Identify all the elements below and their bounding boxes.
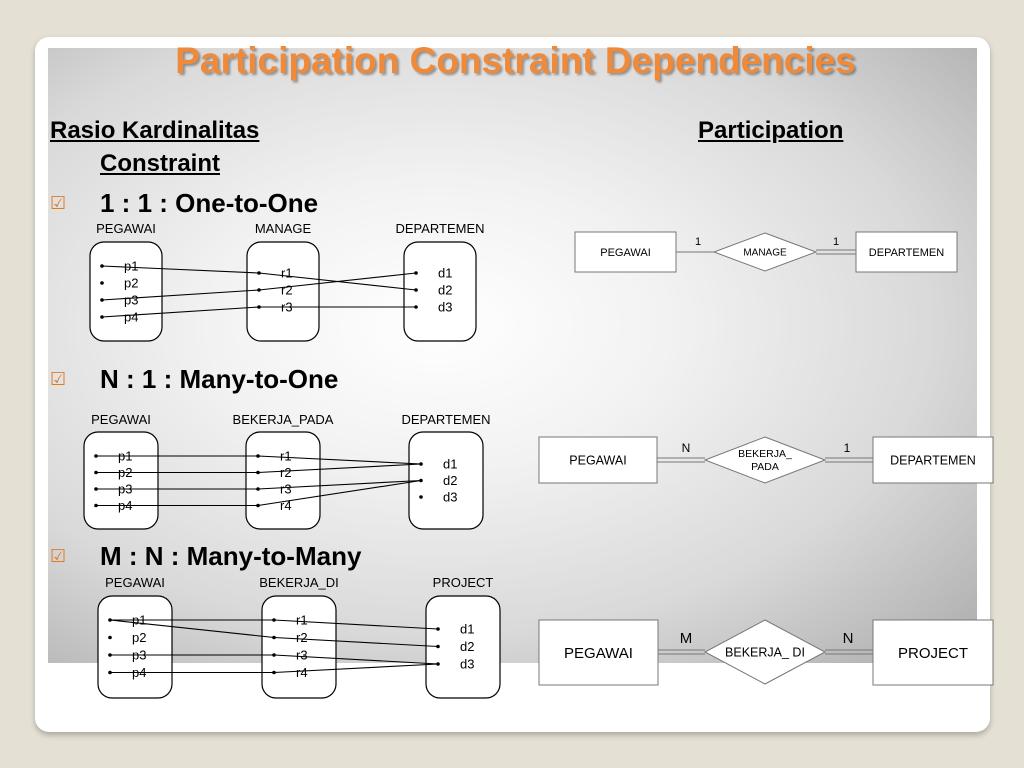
mapping-link <box>257 455 422 465</box>
element-label: r4 <box>296 665 308 680</box>
entity-label: PEGAWAI <box>569 454 626 468</box>
element-label: p1 <box>124 259 138 274</box>
set-label: PEGAWAI <box>91 412 151 427</box>
relationship-diamond <box>703 619 827 685</box>
mapping-link <box>257 463 422 474</box>
mapping-link <box>101 289 260 301</box>
entity-box <box>538 436 658 484</box>
set-oval <box>408 431 484 530</box>
mapping-link <box>273 663 439 674</box>
element-label: r1 <box>281 266 293 281</box>
checkbox-icon: ☑ <box>50 369 67 390</box>
entity-label: PEGAWAI <box>564 645 633 662</box>
bullet-label: M : N : Many-to-Many <box>100 541 362 571</box>
relationship-label: BEKERJA_ <box>738 448 792 460</box>
entity-box <box>855 231 958 273</box>
entity-box <box>574 231 677 273</box>
mapping-link <box>101 306 260 318</box>
entity-box <box>538 619 659 686</box>
relationship-diamond <box>703 436 827 484</box>
entity-label: PEGAWAI <box>600 247 651 259</box>
heading-rasio-kardinalitas: Rasio Kardinalitas <box>50 117 260 144</box>
entity-label: DEPARTEMEN <box>869 247 944 259</box>
bullet-label: 1 : 1 : One-to-One <box>100 188 319 218</box>
set-oval <box>83 431 159 530</box>
set-label: PEGAWAI <box>105 575 165 590</box>
mapping-link <box>109 619 275 639</box>
set-oval <box>403 241 477 342</box>
slide-panel <box>48 48 977 663</box>
mapping-link <box>273 654 439 665</box>
element-label: r2 <box>280 465 292 480</box>
relationship-label: PADA <box>751 461 779 473</box>
cardinality-label: N <box>843 630 854 647</box>
set-label: DEPARTEMEN <box>395 221 484 236</box>
element-label: d1 <box>460 622 474 637</box>
set-label: MANAGE <box>255 221 312 236</box>
checkbox-icon: ☑ <box>50 193 67 214</box>
set-oval <box>245 431 321 530</box>
cardinality-label: 1 <box>695 236 701 248</box>
entity-box <box>872 619 994 686</box>
element-label: r4 <box>280 498 292 513</box>
element-label: p2 <box>132 630 146 645</box>
element-label: d3 <box>438 300 452 315</box>
set-label: PEGAWAI <box>96 221 156 236</box>
set-label: PROJECT <box>433 575 494 590</box>
set-oval <box>89 241 163 342</box>
cardinality-label: 1 <box>844 441 851 455</box>
mapping-link <box>258 272 417 291</box>
element-label: p2 <box>124 276 138 291</box>
element-label: p3 <box>124 293 138 308</box>
bullet-label: N : 1 : Many-to-One <box>100 364 339 394</box>
relationship-label: MANAGE <box>743 248 787 259</box>
entity-label: PROJECT <box>898 645 968 662</box>
set-oval <box>246 241 320 342</box>
heading-constraint: Constraint <box>100 150 220 177</box>
element-dot <box>108 635 112 640</box>
element-label: r3 <box>280 482 292 497</box>
element-label: r3 <box>296 648 308 663</box>
cardinality-label: N <box>682 441 691 455</box>
element-label: r1 <box>296 613 308 628</box>
set-label: DEPARTEMEN <box>401 412 490 427</box>
element-label: p4 <box>124 310 138 325</box>
mapping-link <box>101 265 260 274</box>
element-label: r2 <box>281 283 293 298</box>
slide-title: Participation Constraint Dependencies <box>175 40 856 81</box>
mapping-link <box>273 636 439 648</box>
element-label: d2 <box>460 639 474 654</box>
entity-label: DEPARTEMEN <box>890 454 976 468</box>
set-oval <box>425 595 501 699</box>
mapping-link <box>273 619 439 630</box>
element-dot <box>419 495 423 499</box>
set-label: BEKERJA_DI <box>259 575 338 590</box>
element-label: d1 <box>438 266 452 281</box>
checkbox-icon: ☑ <box>50 546 67 567</box>
element-label: r1 <box>280 449 292 464</box>
relationship-label: BEKERJA_ DI <box>725 646 805 660</box>
relationship-diamond <box>712 232 818 272</box>
element-label: r2 <box>296 630 308 645</box>
element-label: d1 <box>443 457 457 472</box>
cardinality-label: M <box>680 630 693 647</box>
element-label: d3 <box>460 657 474 672</box>
mapping-link <box>257 479 422 507</box>
heading-participation: Participation <box>698 117 844 144</box>
set-label: BEKERJA_PADA <box>233 412 334 427</box>
element-label: d2 <box>443 473 457 488</box>
element-label: d3 <box>443 490 457 505</box>
mapping-link <box>257 479 422 490</box>
cardinality-label: 1 <box>833 236 839 248</box>
entity-box <box>872 436 994 484</box>
element-label: d2 <box>438 283 452 298</box>
element-dot <box>100 281 104 285</box>
